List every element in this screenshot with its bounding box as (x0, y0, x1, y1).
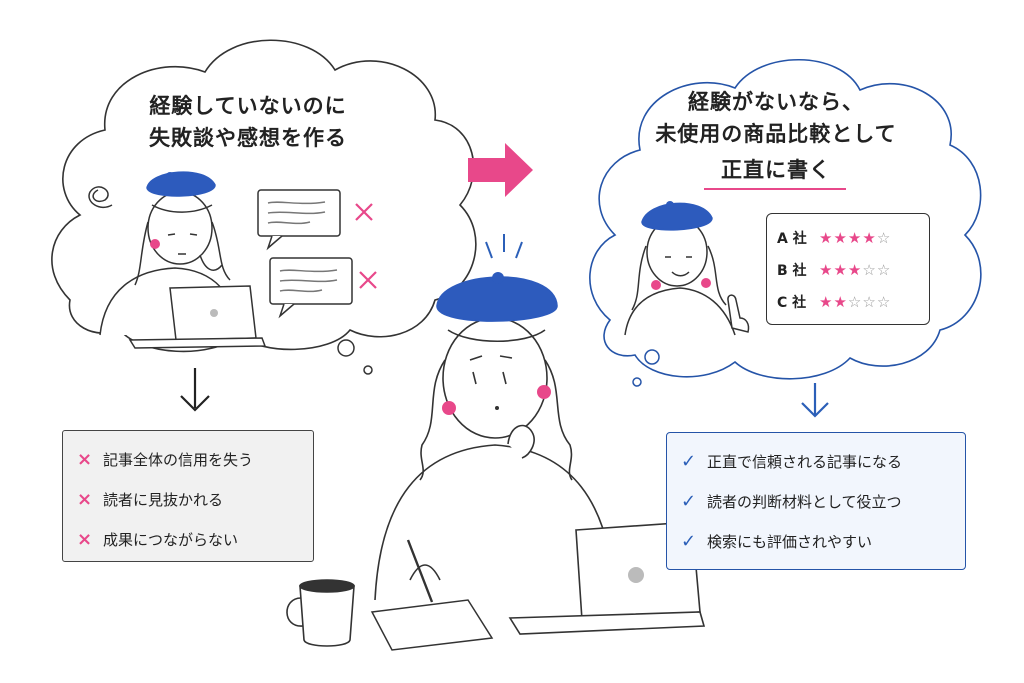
empty-star-icon: ☆ (876, 293, 892, 311)
company-label: A 社 (777, 231, 807, 247)
filled-star-icon: ★ (833, 293, 848, 311)
company-label: B 社 (777, 263, 807, 279)
filled-star-icon: ★ (819, 229, 834, 247)
right-bubble-line3: 正直に書く (721, 158, 831, 182)
rating-comparison-card: A 社 ★★★★☆ B 社 ★★★☆☆ C 社 ★★☆☆☆ (766, 213, 930, 325)
rating-row-b: B 社 ★★★☆☆ (777, 254, 919, 286)
filled-star-icon: ★ (819, 293, 834, 311)
filled-star-icon: ★ (847, 261, 863, 279)
laptop-icon (128, 285, 267, 349)
filled-star-icon: ★ (833, 261, 848, 279)
check-mark-icon: ✓ (681, 490, 697, 512)
list-item: × 記事全体の信用を失う (77, 439, 299, 479)
star-rating-icon: ★★★☆☆ (819, 261, 891, 279)
empty-star-icon: ☆ (862, 293, 877, 311)
company-label: C 社 (777, 295, 807, 311)
right-bubble-title: 経験がないなら、 未使用の商品比較として 正直に書く (634, 86, 918, 186)
fake-review-card-2 (269, 257, 353, 319)
filled-star-icon: ★ (819, 261, 834, 279)
good-result-text: 読者の判断材料として役立つ (707, 492, 902, 511)
empty-star-icon: ☆ (876, 261, 892, 279)
list-item: × 読者に見抜かれる (77, 479, 299, 519)
black-down-arrow (180, 368, 210, 412)
good-result-text: 検索にも評価されやすい (707, 532, 873, 551)
good-result-text: 正直で信頼される記事になる (707, 452, 903, 471)
list-item: ✓ 検索にも評価されやすい (681, 521, 951, 561)
good-results-box: ✓ 正直で信頼される記事になる ✓ 読者の判断材料として役立つ ✓ 検索にも評価… (666, 432, 966, 570)
x-mark-icon: × (77, 528, 93, 550)
filled-star-icon: ★ (862, 229, 877, 247)
pink-x-mark-1 (355, 203, 373, 221)
left-bubble-line1: 経験していないのに (149, 94, 347, 118)
highlight-underline (704, 188, 846, 190)
thinking-woman-illustration (374, 272, 616, 603)
filled-star-icon: ★ (847, 229, 863, 247)
right-bubble-line2: 未使用の商品比較として (655, 122, 897, 146)
exclamation-lines (485, 234, 523, 259)
rating-row-c: C 社 ★★☆☆☆ (777, 286, 919, 318)
list-item: × 成果につながらない (77, 519, 299, 559)
star-rating-icon: ★★★★☆ (819, 229, 891, 247)
list-item: ✓ 正直で信頼される記事になる (681, 441, 951, 481)
x-mark-icon: × (77, 488, 93, 510)
x-mark-icon: × (77, 448, 93, 470)
empty-star-icon: ☆ (876, 229, 892, 247)
notebook-icon (370, 599, 494, 651)
check-mark-icon: ✓ (681, 450, 697, 472)
empty-star-icon: ☆ (862, 261, 877, 279)
bad-result-text: 記事全体の信用を失う (103, 450, 254, 469)
left-cloud-dot-small (363, 365, 373, 375)
bad-results-box: × 記事全体の信用を失う × 読者に見抜かれる × 成果につながらない (62, 430, 314, 562)
left-bubble-title: 経験していないのに 失敗談や感想を作る (128, 90, 368, 154)
star-rating-icon: ★★☆☆☆ (819, 293, 891, 311)
rating-row-a: A 社 ★★★★☆ (777, 222, 919, 254)
left-bubble-line2: 失敗談や感想を作る (149, 126, 347, 150)
filled-star-icon: ★ (833, 229, 848, 247)
blue-down-arrow (801, 383, 829, 418)
right-bubble-line1: 経験がないなら、 (688, 90, 864, 114)
list-item: ✓ 読者の判断材料として役立つ (681, 481, 951, 521)
right-cloud-dot-big (644, 349, 660, 365)
bad-result-text: 読者に見抜かれる (103, 490, 224, 509)
empty-star-icon: ☆ (847, 293, 863, 311)
pink-x-mark-2 (359, 271, 377, 289)
check-mark-icon: ✓ (681, 530, 697, 552)
coffee-mug-icon (286, 579, 355, 647)
bad-result-text: 成果につながらない (103, 530, 239, 549)
pink-arrow-right (468, 143, 533, 197)
left-cloud-dot-big (337, 339, 355, 357)
fake-review-card-1 (257, 189, 341, 251)
smiling-woman-illustration (624, 201, 750, 336)
right-cloud-dot-small (632, 377, 642, 387)
